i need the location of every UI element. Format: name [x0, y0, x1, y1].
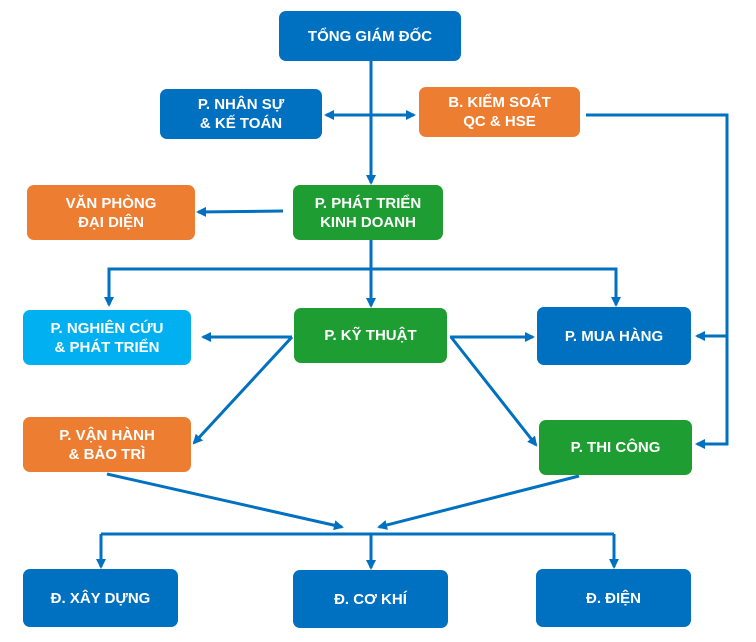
node-label: P. NGHIÊN CỨU	[50, 319, 164, 337]
node-label: KINH DOANH	[320, 213, 416, 231]
node-nhan-su-ke-toan[interactable]: P. NHÂN SỰ & KẾ TOÁN	[160, 89, 322, 139]
node-tong-giam-doc[interactable]: TỔNG GIÁM ĐỐC	[279, 11, 461, 61]
node-label: & PHÁT TRIỂN	[54, 338, 160, 356]
edge-branch-bar-top	[107, 267, 621, 307]
node-label: P. NHÂN SỰ	[197, 96, 285, 113]
node-phat-trien-kinh-doanh[interactable]: P. PHÁT TRIỂN KINH DOANH	[293, 185, 443, 240]
node-label: & KẾ TOÁN	[199, 115, 283, 132]
node-label: Đ. XÂY DỰNG	[50, 589, 151, 607]
node-mua-hang[interactable]: P. MUA HÀNG	[537, 307, 691, 365]
node-doi-dien[interactable]: Đ. ĐIỆN	[536, 569, 691, 627]
node-label: P. KỸ THUẬT	[324, 327, 417, 344]
node-label: P. MUA HÀNG	[564, 327, 664, 345]
edge-ops-divisions	[106, 472, 344, 531]
edge-build-divisions	[377, 474, 580, 530]
node-nghien-cuu-phat-trien[interactable]: P. NGHIÊN CỨU & PHÁT TRIỂN	[23, 310, 191, 365]
node-label: QC & HSE	[463, 113, 536, 130]
node-label: TỔNG GIÁM ĐỐC	[307, 27, 433, 45]
node-ky-thuat[interactable]: P. KỸ THUẬT	[294, 308, 447, 363]
node-van-hanh-bao-tri[interactable]: P. VẬN HÀNH & BẢO TRÌ	[23, 417, 191, 472]
node-label: Đ. CƠ KHÍ	[334, 590, 407, 608]
node-label: P. THI CÔNG	[570, 439, 661, 456]
node-label: & BẢO TRÌ	[68, 445, 146, 463]
edge-qc-right	[586, 113, 729, 449]
node-thi-cong[interactable]: P. THI CÔNG	[539, 420, 692, 475]
node-kiem-soat-qc-hse[interactable]: B. KIỂM SOÁT QC & HSE	[419, 87, 580, 137]
edge-tech-build	[449, 336, 538, 447]
node-label: Đ. ĐIỆN	[585, 589, 641, 607]
node-label: P. VẬN HÀNH	[59, 426, 155, 444]
node-label: VĂN PHÒNG	[65, 194, 157, 212]
edge-bd-rep	[196, 206, 284, 217]
node-label: B. KIỂM SOÁT	[448, 94, 551, 111]
edge-tech-ops	[192, 335, 294, 445]
node-label: P. PHÁT TRIỂN	[314, 194, 422, 212]
node-van-phong-dai-dien[interactable]: VĂN PHÒNG ĐẠI DIỆN	[27, 185, 195, 240]
node-doi-xay-dung[interactable]: Đ. XÂY DỰNG	[23, 569, 178, 627]
node-label: ĐẠI DIỆN	[78, 213, 144, 231]
node-doi-co-khi[interactable]: Đ. CƠ KHÍ	[293, 570, 448, 628]
